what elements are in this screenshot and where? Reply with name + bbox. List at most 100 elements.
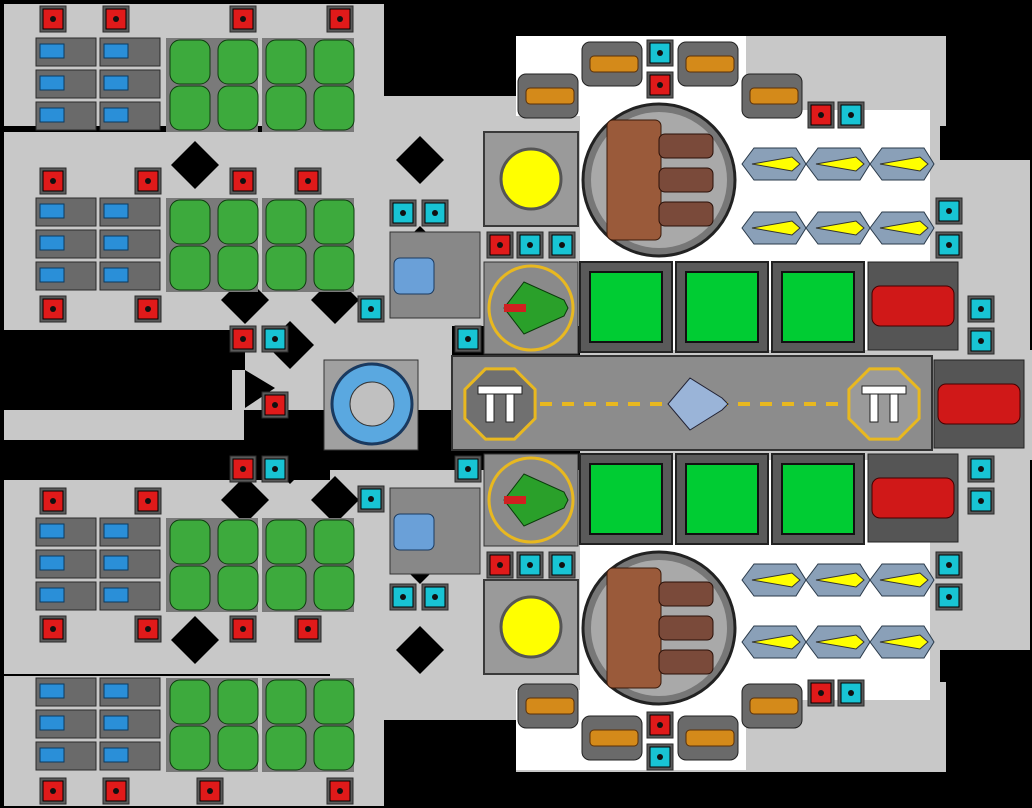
- cyan-connector-icon[interactable]: [967, 487, 995, 515]
- cyan-connector-icon[interactable]: [516, 551, 544, 579]
- cyan-connector-icon[interactable]: [548, 551, 576, 579]
- red-connector-icon[interactable]: [229, 615, 257, 643]
- missile-warhead: [751, 634, 801, 650]
- cargo-bay: [675, 261, 769, 353]
- battery-indicator: [103, 43, 129, 59]
- red-connector-icon[interactable]: [134, 487, 162, 515]
- battery-indicator: [39, 523, 65, 539]
- port-pin: [497, 242, 503, 248]
- red-connector-icon[interactable]: [134, 295, 162, 323]
- port-pin: [50, 626, 56, 632]
- cyan-connector-icon[interactable]: [389, 199, 417, 227]
- cyan-connector-icon[interactable]: [935, 551, 963, 579]
- red-connector-icon[interactable]: [102, 777, 130, 805]
- port-pin: [465, 466, 471, 472]
- cyan-connector-icon[interactable]: [389, 583, 417, 611]
- port-pin: [337, 16, 343, 22]
- red-connector-icon[interactable]: [134, 615, 162, 643]
- cyan-connector-icon[interactable]: [967, 455, 995, 483]
- port-pin: [818, 112, 824, 118]
- red-connector-icon[interactable]: [326, 5, 354, 33]
- fuel-tank: [217, 519, 259, 565]
- cyan-connector-icon[interactable]: [516, 231, 544, 259]
- fuel-tank: [169, 85, 211, 131]
- thruster-nozzle: [393, 513, 435, 551]
- red-connector-icon[interactable]: [39, 777, 67, 805]
- fuel-tank: [265, 85, 307, 131]
- cyan-connector-icon[interactable]: [935, 583, 963, 611]
- red-connector-icon[interactable]: [39, 615, 67, 643]
- fuel-tank: [169, 565, 211, 611]
- red-connector-icon[interactable]: [229, 455, 257, 483]
- pad-octagon: [847, 367, 921, 441]
- auto-turret: [517, 73, 579, 119]
- port-pin: [50, 498, 56, 504]
- battery-indicator: [39, 43, 65, 59]
- red-connector-icon[interactable]: [229, 167, 257, 195]
- red-connector-icon[interactable]: [646, 711, 674, 739]
- red-connector-icon[interactable]: [807, 101, 835, 129]
- port-pin: [978, 338, 984, 344]
- missile-warhead: [751, 220, 801, 236]
- cyan-connector-icon[interactable]: [357, 485, 385, 513]
- cyan-connector-icon[interactable]: [261, 325, 289, 353]
- port-pin: [657, 754, 663, 760]
- red-connector-icon[interactable]: [134, 167, 162, 195]
- red-connector-icon[interactable]: [261, 391, 289, 419]
- cannon-barrel: [658, 133, 714, 159]
- red-connector-icon[interactable]: [294, 167, 322, 195]
- fighter-bay: [483, 261, 579, 355]
- red-connector-icon[interactable]: [646, 71, 674, 99]
- red-connector-icon[interactable]: [39, 487, 67, 515]
- cyan-connector-icon[interactable]: [967, 295, 995, 323]
- cyan-connector-icon[interactable]: [548, 231, 576, 259]
- port-pin: [432, 210, 438, 216]
- cyan-connector-icon[interactable]: [421, 199, 449, 227]
- battery-indicator: [103, 203, 129, 219]
- red-connector-icon[interactable]: [807, 679, 835, 707]
- red-connector-icon[interactable]: [39, 295, 67, 323]
- missile-warhead: [879, 156, 929, 172]
- red-connector-icon[interactable]: [229, 325, 257, 353]
- cyan-connector-icon[interactable]: [454, 455, 482, 483]
- cannon-barrel: [658, 201, 714, 227]
- cargo-hold: [781, 463, 855, 535]
- missile-launcher: [741, 625, 807, 659]
- cyan-connector-icon[interactable]: [454, 325, 482, 353]
- red-connector-icon[interactable]: [39, 167, 67, 195]
- cyan-connector-icon[interactable]: [261, 455, 289, 483]
- cyan-connector-icon[interactable]: [837, 101, 865, 129]
- fuel-tank: [217, 565, 259, 611]
- turret-gun: [749, 697, 799, 715]
- cyan-connector-icon[interactable]: [935, 231, 963, 259]
- cyan-connector-icon[interactable]: [421, 583, 449, 611]
- cyan-connector-icon[interactable]: [646, 39, 674, 67]
- port-pin: [848, 112, 854, 118]
- red-connector-icon[interactable]: [39, 5, 67, 33]
- fuel-tank: [169, 245, 211, 291]
- hull-cutout: [171, 616, 219, 664]
- red-connector-icon[interactable]: [102, 5, 130, 33]
- cyan-connector-icon[interactable]: [646, 743, 674, 771]
- red-connector-icon[interactable]: [196, 777, 224, 805]
- thruster-icon: [389, 487, 481, 575]
- fuel-tank: [169, 199, 211, 245]
- cyan-connector-icon[interactable]: [967, 327, 995, 355]
- auto-turret: [741, 683, 803, 729]
- turret-gun: [749, 87, 799, 105]
- red-connector-icon[interactable]: [294, 615, 322, 643]
- cyan-connector-icon[interactable]: [837, 679, 865, 707]
- cargo-bay: [579, 453, 673, 545]
- red-connector-icon[interactable]: [486, 231, 514, 259]
- parked-fighter: [667, 377, 729, 431]
- cyan-connector-icon[interactable]: [357, 295, 385, 323]
- missile-launcher: [869, 625, 935, 659]
- missile-launcher: [805, 211, 871, 245]
- red-connector-icon[interactable]: [486, 551, 514, 579]
- red-connector-icon[interactable]: [326, 777, 354, 805]
- hangar-runway: [451, 355, 933, 451]
- cyan-connector-icon[interactable]: [935, 197, 963, 225]
- red-connector-icon[interactable]: [229, 5, 257, 33]
- fuel-tank: [169, 39, 211, 85]
